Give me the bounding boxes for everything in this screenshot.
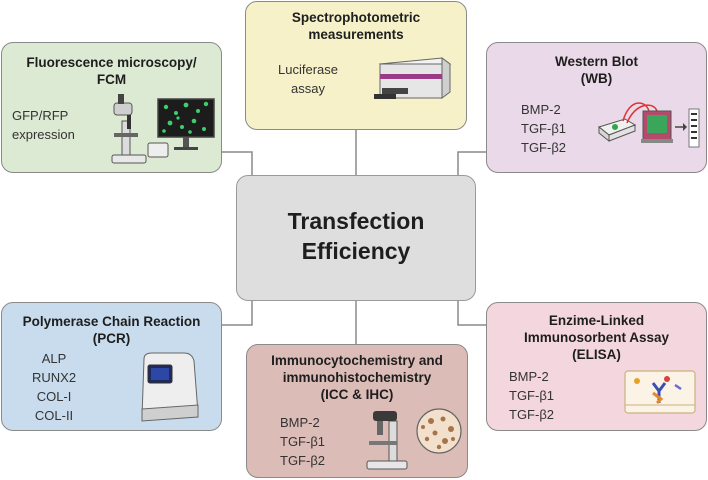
- pcr-items: ALP RUNX2 COL-I COL-II: [32, 349, 76, 425]
- western-blot-items: BMP-2 TGF-β1 TGF-β2: [521, 100, 566, 157]
- pcr-title-line2: (PCR): [92, 331, 131, 346]
- icc-title: Immunocytochemistry and immunohistochemi…: [247, 352, 467, 403]
- spectrophotometric-title: Spectrophotometric measurements: [246, 9, 466, 43]
- connector-elisa: [457, 301, 486, 326]
- elisa-items: BMP-2 TGF-β1 TGF-β2: [509, 367, 554, 424]
- icc-title-line3: (ICC & IHC): [320, 387, 394, 402]
- connector-fluorescence: [222, 151, 253, 175]
- pcr-item: COL-I: [36, 389, 72, 404]
- spectrophotometric-box: Spectrophotometric measurements Lucifera…: [245, 1, 467, 130]
- microscope-tissue-icon: [366, 408, 462, 470]
- pcr-item: COL-II: [34, 408, 74, 423]
- elisa-item: TGF-β2: [509, 407, 555, 422]
- fluorescence-title: Fluorescence microscopy/ FCM: [2, 54, 221, 88]
- elisa-item: TGF-β1: [509, 388, 555, 403]
- icc-item: TGF-β1: [280, 434, 326, 449]
- pcr-machine-icon: [141, 352, 199, 422]
- western-blot-item: TGF-β1: [521, 121, 567, 136]
- connector-pcr: [222, 301, 253, 326]
- pcr-title: Polymerase Chain Reaction (PCR): [2, 313, 221, 347]
- pcr-item: ALP: [41, 351, 67, 366]
- fluorescence-item: GFP/RFP: [12, 108, 69, 123]
- elisa-box: Enzime-Linked Immunosorbent Assay (ELISA…: [486, 302, 707, 431]
- plate-reader-icon: [374, 57, 452, 99]
- center-title-line1: Transfection: [287, 208, 425, 234]
- spectrophotometric-title-line1: Spectrophotometric: [291, 10, 421, 25]
- elisa-title-line2: Immunosorbent Assay: [523, 330, 670, 345]
- icc-item: BMP-2: [280, 415, 320, 430]
- fluorescence-box: Fluorescence microscopy/ FCM GFP/RFP exp…: [1, 42, 222, 173]
- spectrophotometric-item: assay: [291, 81, 325, 96]
- pcr-box: Polymerase Chain Reaction (PCR) ALP RUNX…: [1, 302, 222, 431]
- connector-western-blot: [457, 151, 486, 175]
- pcr-title-line1: Polymerase Chain Reaction: [22, 314, 201, 329]
- western-blot-item: TGF-β2: [521, 140, 567, 155]
- fluorescence-item: expression: [12, 127, 75, 142]
- elisa-title-line1: Enzime-Linked: [548, 313, 645, 328]
- spectrophotometric-items: Luciferase assay: [278, 60, 338, 98]
- icc-item: TGF-β2: [280, 453, 326, 468]
- center-title-line2: Efficiency: [301, 238, 411, 264]
- spectrophotometric-title-line2: measurements: [308, 27, 404, 42]
- elisa-item: BMP-2: [509, 369, 549, 384]
- elisa-title: Enzime-Linked Immunosorbent Assay (ELISA…: [487, 312, 706, 363]
- icc-title-line2: immunohistochemistry: [282, 370, 432, 385]
- western-blot-item: BMP-2: [521, 102, 561, 117]
- spectrophotometric-item: Luciferase: [278, 62, 338, 77]
- western-blot-box: Western Blot (WB) BMP-2 TGF-β1 TGF-β2: [486, 42, 707, 173]
- western-blot-title-line2: (WB): [580, 71, 613, 86]
- pcr-item: RUNX2: [32, 370, 77, 385]
- center-box: Transfection Efficiency: [236, 175, 476, 301]
- fluorescence-items: GFP/RFP expression: [12, 106, 75, 144]
- center-title: Transfection Efficiency: [237, 206, 475, 266]
- elisa-plate-icon: [624, 370, 696, 414]
- fluorescence-title-line2: FCM: [96, 72, 127, 87]
- icc-box: Immunocytochemistry and immunohistochemi…: [246, 344, 468, 478]
- western-blot-title-line1: Western Blot: [554, 54, 638, 69]
- elisa-title-line3: (ELISA): [572, 347, 621, 362]
- icc-items: BMP-2 TGF-β1 TGF-β2: [280, 413, 325, 470]
- blot-apparatus-icon: [597, 102, 700, 148]
- microscope-monitor-icon: [111, 94, 215, 164]
- icc-title-line1: Immunocytochemistry and: [271, 353, 443, 368]
- western-blot-title: Western Blot (WB): [487, 53, 706, 87]
- fluorescence-title-line1: Fluorescence microscopy/: [26, 55, 197, 70]
